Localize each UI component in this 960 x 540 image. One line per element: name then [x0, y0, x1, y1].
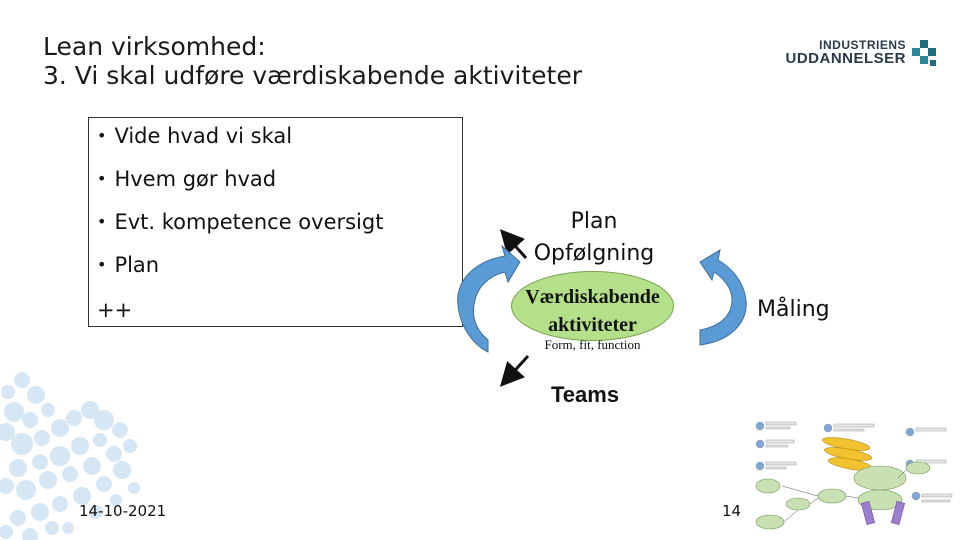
bullet-item: Vide hvad vi skal	[97, 124, 292, 148]
value-activity-label: Værdiskabende aktiviteter	[500, 283, 685, 339]
arrow-to-teams	[499, 354, 530, 387]
center-subtitle: Form, fit, function	[544, 337, 641, 352]
diagram-thumbnail-icon	[755, 421, 953, 530]
company-logo: INDUSTRIENS UDDANNELSER	[785, 36, 940, 72]
center-line-1: Værdiskabende	[525, 286, 660, 308]
bullet-item: Hvem gør hvad	[97, 167, 276, 191]
bullet-list-box: Vide hvad vi skal Hvem gør hvad Evt. kom…	[88, 117, 463, 327]
followup-label: Opfølgning	[533, 241, 655, 266]
plan-label: Plan	[570, 209, 618, 234]
title-line-2: 3. Vi skal udføre værdiskabende aktivite…	[43, 61, 582, 90]
right-curved-arrow	[699, 248, 747, 346]
extra-text: ++	[97, 298, 133, 322]
bullet-item: Evt. kompetence oversigt	[97, 210, 383, 234]
logo-text-line-2: UDDANNELSER	[785, 50, 906, 67]
title-line-1: Lean virksomhed:	[43, 32, 266, 61]
page-number: 14	[722, 502, 742, 520]
measure-label: Måling	[757, 297, 830, 322]
logo-squares-icon	[912, 40, 936, 66]
center-line-2: aktiviteter	[548, 314, 637, 336]
bullet-item: Plan	[97, 253, 159, 277]
left-curved-arrow	[457, 244, 521, 353]
value-activity-ellipse	[511, 271, 674, 341]
footer-date: 14-10-2021	[79, 502, 167, 520]
slide-title: Lean virksomhed: 3. Vi skal udføre værdi…	[43, 32, 582, 90]
teams-label: Teams	[551, 382, 620, 407]
arrow-to-plan	[499, 229, 528, 260]
logo-text-line-1: INDUSTRIENS	[819, 38, 906, 52]
cycle-plan-label: Plan Opfølgning	[529, 206, 659, 270]
